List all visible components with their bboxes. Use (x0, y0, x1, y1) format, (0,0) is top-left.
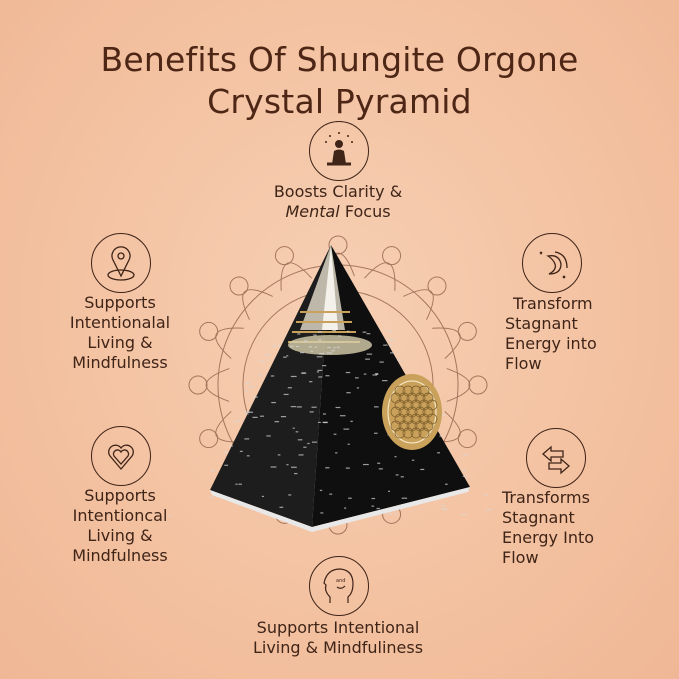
svg-text:and: and (336, 578, 345, 584)
location-pin-icon (91, 233, 151, 293)
swap-arrows-icon (526, 428, 586, 488)
wave-moon-icon (522, 233, 582, 293)
benefit-clarity: Boosts Clarity & Mental Focus (273, 182, 403, 221)
meditation-icon (309, 121, 369, 181)
pyramid (168, 245, 492, 532)
page-title-line1: Benefits Of Shungite Orgone (100, 40, 579, 79)
page-title-line2: Crystal Pyramid (207, 82, 472, 121)
head-mind-icon: and (309, 556, 369, 616)
heart-icon (91, 426, 151, 486)
